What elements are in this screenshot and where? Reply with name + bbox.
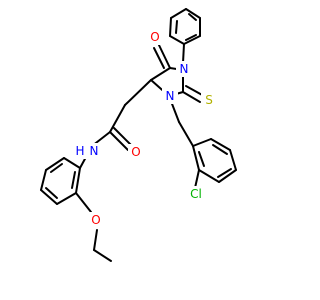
atom-O-ether: O <box>91 213 100 227</box>
ethoxyphenyl-ring <box>40 156 112 262</box>
atom-O-amide: O <box>131 145 140 159</box>
atom-Cl: Cl <box>190 187 202 201</box>
atom-N-benzyl: N <box>166 89 175 103</box>
atom-O-imid: O <box>150 30 159 44</box>
chlorobenzyl-group <box>168 95 237 189</box>
atom-H-amide: H <box>75 144 84 158</box>
acetamide-chain <box>91 79 152 151</box>
atom-S-thioxo: S <box>205 93 213 107</box>
phenyl-ring <box>169 8 201 64</box>
molecule-drawing: O N S N O N H Cl O <box>40 8 237 262</box>
structure-canvas: O N S N O N H Cl O <box>40 8 237 262</box>
atom-N-amide: N <box>90 144 99 158</box>
atom-labels: O N S N O N H Cl O <box>73 29 217 228</box>
atom-N-phenyl: N <box>180 62 189 76</box>
